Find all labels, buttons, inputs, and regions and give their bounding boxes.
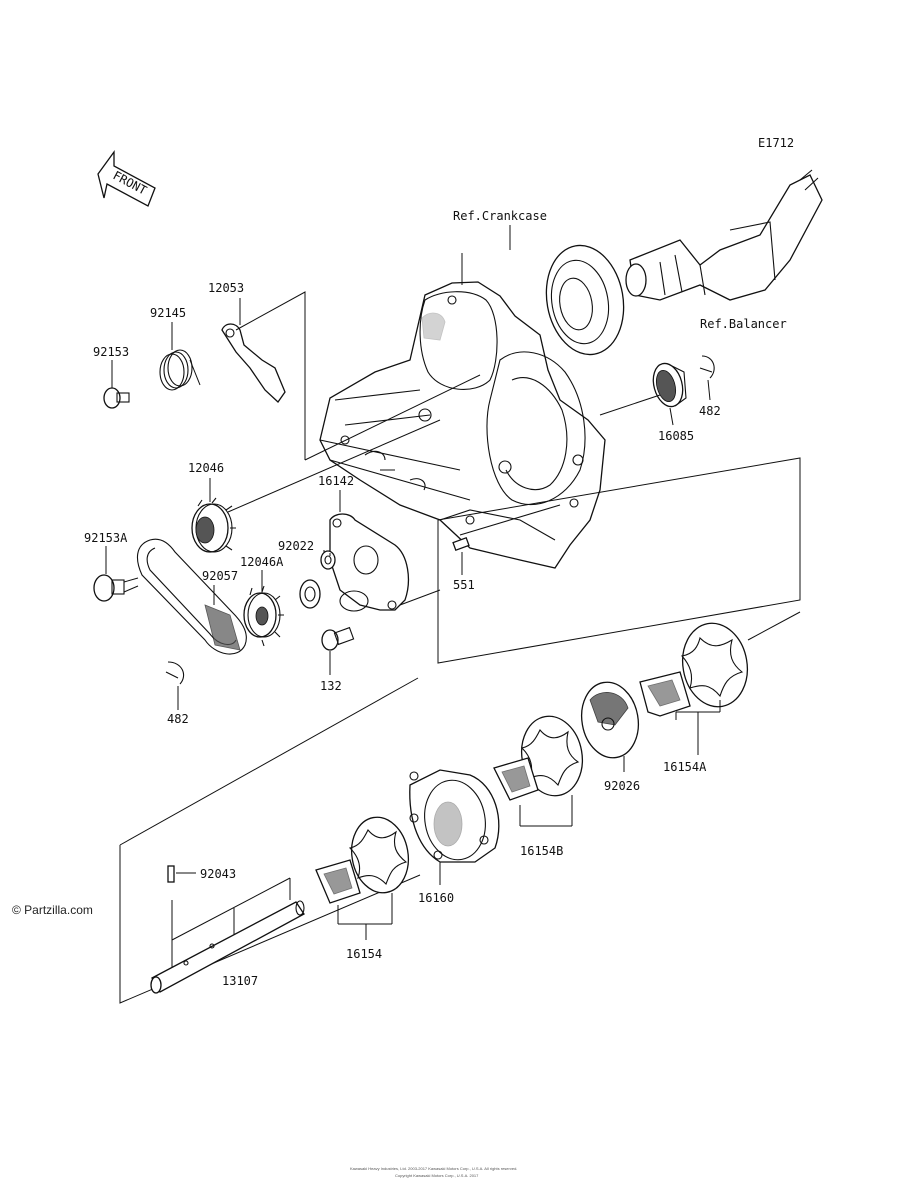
part-16154A-label: 16154A bbox=[663, 760, 707, 774]
bolt-132-drawing bbox=[321, 626, 355, 651]
ref-crankcase-label: Ref.Crankcase bbox=[453, 209, 547, 223]
part-92026-label: 92026 bbox=[604, 779, 640, 793]
crankcase-drawing bbox=[319, 281, 606, 569]
watermark: © Partzilla.com bbox=[12, 903, 93, 917]
front-arrow-icon: FRONT bbox=[97, 150, 156, 207]
footer-line-2: Copyright Kawasaki Motors Corp., U.S.A. … bbox=[395, 1173, 479, 1178]
shaft-13107-drawing bbox=[150, 900, 305, 994]
footer-line-1: Kawasaki Heavy Industries, Ltd. 2003-201… bbox=[350, 1166, 518, 1171]
bracket-upper-diag bbox=[304, 374, 481, 461]
part-12053-label: 12053 bbox=[208, 281, 244, 295]
part-16154B-label: 16154B bbox=[520, 844, 563, 858]
part-482b-label: 482 bbox=[167, 712, 189, 726]
bracket-upper bbox=[235, 291, 306, 460]
bearing-drawing bbox=[545, 244, 625, 356]
clip-482b-drawing bbox=[165, 661, 185, 685]
bolt-92153-drawing bbox=[103, 387, 130, 409]
rotor-16154A-inner-drawing bbox=[639, 671, 691, 717]
part-92057-label: 92057 bbox=[202, 569, 238, 583]
housing-16160-drawing bbox=[409, 769, 500, 863]
diagram-code: E1712 bbox=[758, 136, 794, 150]
part-92145-label: 92145 bbox=[150, 306, 186, 320]
rotor-16154-inner-drawing bbox=[315, 859, 361, 904]
ref-balancer-label: Ref.Balancer bbox=[700, 317, 787, 331]
part-92153-label: 92153 bbox=[93, 345, 129, 359]
part-92022-label: 92022 bbox=[278, 539, 314, 553]
part-92153A-label: 92153A bbox=[84, 531, 128, 545]
part-16085-label: 16085 bbox=[658, 429, 694, 443]
part-132-label: 132 bbox=[320, 679, 342, 693]
pin-92043-drawing bbox=[167, 865, 175, 883]
bracket-lower-right bbox=[747, 611, 801, 641]
leader-482-a bbox=[707, 379, 711, 401]
part-16160-label: 16160 bbox=[418, 891, 454, 905]
part-16142-label: 16142 bbox=[318, 474, 354, 488]
bracket-middle bbox=[437, 457, 801, 664]
leader-12046-to-case bbox=[227, 419, 441, 513]
rotor-16154-outer-drawing bbox=[348, 816, 410, 894]
leader-92043-diag bbox=[171, 877, 291, 941]
part-92026-drawing bbox=[580, 681, 640, 759]
plate-16142-drawing bbox=[329, 513, 409, 612]
part-16154-label: 16154 bbox=[346, 947, 382, 961]
rotor-16154B-inner-drawing bbox=[493, 757, 539, 801]
leader-16085 bbox=[669, 407, 674, 426]
sprocket-12046A-drawing bbox=[243, 585, 284, 647]
part-13107-label: 13107 bbox=[222, 974, 258, 988]
part-551-label: 551 bbox=[453, 578, 475, 592]
chain-92057-drawing bbox=[136, 538, 247, 655]
leader-16085-b bbox=[599, 394, 661, 416]
part-482a-label: 482 bbox=[699, 404, 721, 418]
part-12046A-label: 12046A bbox=[240, 555, 284, 569]
bracket-lower-left bbox=[119, 845, 421, 1004]
pin-551-drawing bbox=[452, 537, 470, 551]
washer-92022-drawing bbox=[299, 550, 336, 609]
clip-482-drawing bbox=[699, 355, 715, 379]
lever-12053-drawing bbox=[221, 323, 286, 403]
balancer-shaft-drawing bbox=[625, 169, 823, 301]
gear-16085-drawing bbox=[652, 362, 687, 408]
bracket-lower-top bbox=[119, 677, 419, 846]
part-92043-label: 92043 bbox=[200, 867, 236, 881]
spring-92145-drawing bbox=[159, 349, 201, 391]
rotor-16154A-outer-drawing bbox=[680, 622, 748, 708]
bolt-92153A-drawing bbox=[93, 574, 139, 602]
bracket-middle-leader bbox=[399, 589, 441, 606]
sprocket-12046-drawing bbox=[191, 497, 236, 553]
part-12046-label: 12046 bbox=[188, 461, 224, 475]
